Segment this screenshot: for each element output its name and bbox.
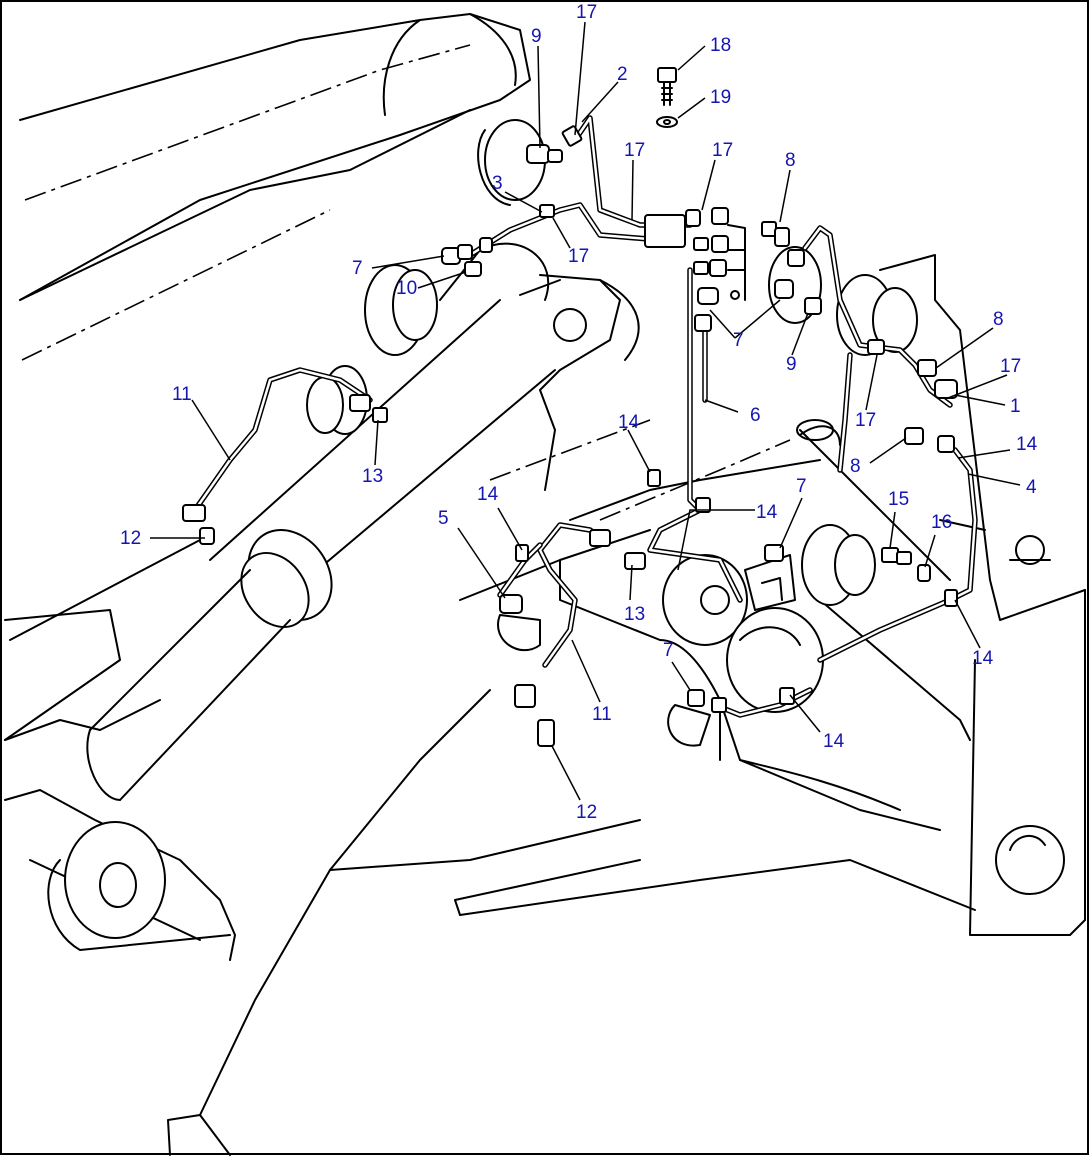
callout-8-top: 8 xyxy=(785,150,796,171)
callout-12-lower: 12 xyxy=(576,802,597,823)
callout-7-lower: 7 xyxy=(663,640,674,661)
callout-5: 5 xyxy=(438,508,449,529)
callout-8-right: 8 xyxy=(993,309,1004,330)
callout-19: 19 xyxy=(710,87,731,108)
callout-7-center: 7 xyxy=(733,330,744,351)
fitting-7-center xyxy=(694,287,719,332)
fittings-left-7-10 xyxy=(441,204,555,277)
callout-10: 10 xyxy=(396,278,417,299)
block-fittings xyxy=(644,207,746,301)
callout-17-top: 17 xyxy=(576,2,597,23)
fittings-lower xyxy=(182,394,784,747)
callout-17-mid: 17 xyxy=(624,140,645,161)
callout-11-right: 11 xyxy=(592,704,612,725)
fittings xyxy=(182,67,958,747)
callout-4: 4 xyxy=(1026,477,1037,498)
lift-cylinder xyxy=(64,242,556,939)
callout-14-mid: 14 xyxy=(618,412,640,433)
callout-14-left: 14 xyxy=(477,484,499,505)
callout-12-left: 12 xyxy=(120,528,141,549)
callout-9-right: 9 xyxy=(786,354,797,375)
callout-2: 2 xyxy=(617,64,628,85)
elbow-8-top xyxy=(761,221,790,247)
bolt-18 xyxy=(657,67,677,106)
callout-7-left: 7 xyxy=(352,258,363,279)
callout-17-inner: 17 xyxy=(855,410,876,431)
leader-lines xyxy=(150,21,1021,801)
callout-labels: 17 9 2 18 19 17 17 8 3 17 7 10 7 9 8 17 … xyxy=(120,2,1038,823)
callout-3: 3 xyxy=(492,173,503,194)
callout-9-top: 9 xyxy=(531,26,542,47)
callout-17-far-right: 17 xyxy=(1000,356,1021,377)
elbow-9-top xyxy=(526,144,563,164)
fitting-17-top xyxy=(561,125,583,147)
callout-6: 6 xyxy=(750,405,761,426)
callout-14-right: 14 xyxy=(1016,434,1038,455)
callout-14-center: 14 xyxy=(756,502,778,523)
callout-15: 15 xyxy=(888,489,909,510)
callout-8-lower: 8 xyxy=(850,456,861,477)
callout-16: 16 xyxy=(931,512,952,533)
callout-11-left: 11 xyxy=(172,384,192,405)
clamps-14 xyxy=(515,469,958,705)
washer-19 xyxy=(656,116,678,128)
callout-13-center: 13 xyxy=(624,604,645,625)
callout-14-lower: 14 xyxy=(823,731,845,752)
callout-7-right: 7 xyxy=(796,476,807,497)
callout-1: 1 xyxy=(1010,396,1021,417)
callout-17-right: 17 xyxy=(712,140,733,161)
callout-18: 18 xyxy=(710,35,731,56)
callout-13-left: 13 xyxy=(362,466,383,487)
lift-arm-frame xyxy=(4,13,1086,1156)
callout-14-lower-right: 14 xyxy=(972,648,994,669)
callout-17-lower: 17 xyxy=(568,246,589,267)
